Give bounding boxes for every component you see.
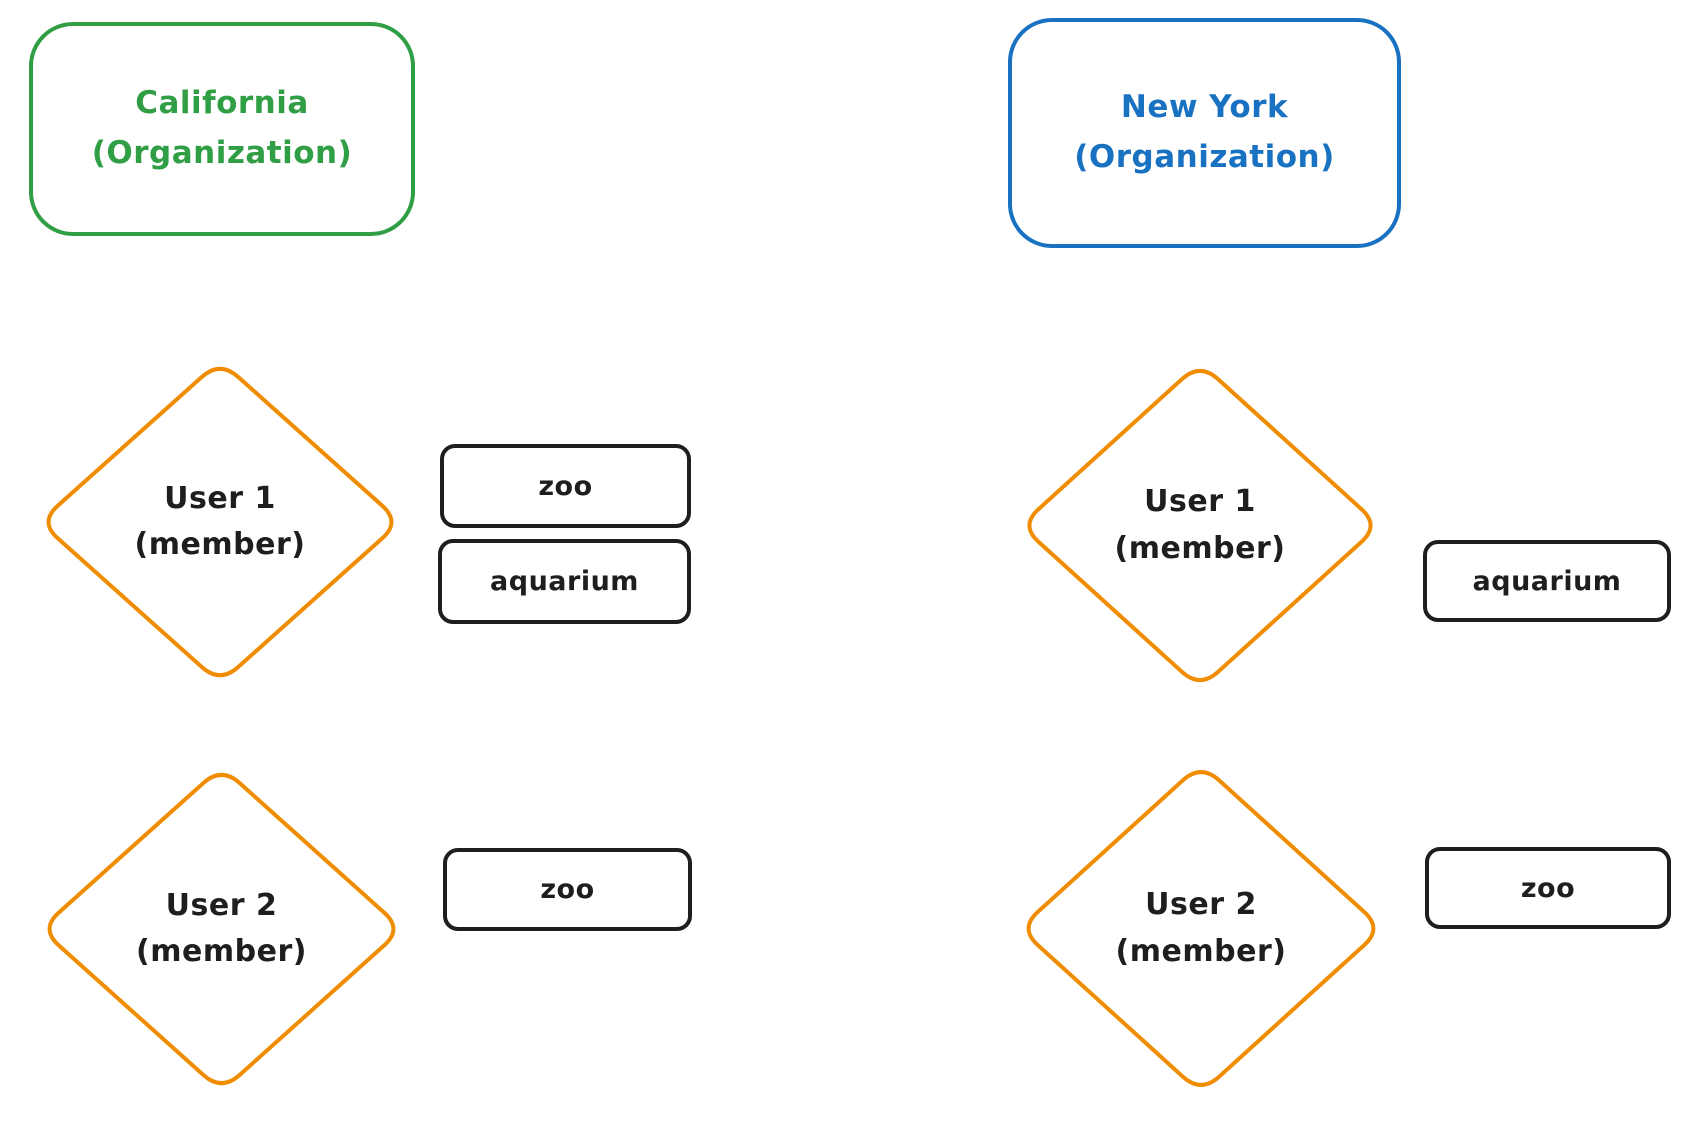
user-name-label: User 1 <box>164 480 276 516</box>
user-label: User 2 (member) <box>1012 757 1390 1100</box>
diamond-shape-icon <box>33 760 410 1098</box>
resource-label: aquarium <box>1472 565 1622 597</box>
user-label: User 2 (member) <box>33 760 410 1098</box>
diamond-shape-icon <box>1013 356 1387 695</box>
resource-zoo-newyork-user2: zoo <box>1425 847 1671 929</box>
org-name-california: California <box>135 85 309 122</box>
org-name-new-york: New York <box>1120 89 1289 126</box>
user1-california-diamond: User 1 (member) <box>32 354 408 690</box>
resource-label: zoo <box>538 470 593 502</box>
user-role-label: (member) <box>1115 933 1287 969</box>
org-type-label-california: (Organization) <box>91 135 353 171</box>
resource-aquarium-newyork-user1: aquarium <box>1423 540 1671 622</box>
org-box-new-york: New York (Organization) <box>1008 18 1401 248</box>
user2-newyork-diamond: User 2 (member) <box>1012 757 1390 1100</box>
user-role-label: (member) <box>136 934 307 969</box>
org-box-california: California (Organization) <box>29 22 415 236</box>
diamond-shape-icon <box>1012 757 1390 1100</box>
user-role-label: (member) <box>134 527 306 562</box>
user-name-label: User 2 <box>165 887 278 923</box>
user2-california-diamond: User 2 (member) <box>33 760 410 1098</box>
resource-label: zoo <box>540 874 595 905</box>
user-role-label: (member) <box>1114 530 1286 566</box>
org-type-label-new-york: (Organization) <box>1074 139 1335 175</box>
resource-zoo-california-user2: zoo <box>443 848 692 931</box>
user1-newyork-diamond: User 1 (member) <box>1013 356 1387 695</box>
resource-aquarium-california-user1: aquarium <box>438 539 691 624</box>
resource-zoo-california-user1: zoo <box>440 444 691 528</box>
diamond-shape-icon <box>32 354 408 690</box>
user-name-label: User 1 <box>1144 484 1256 519</box>
resource-label: zoo <box>1520 872 1576 904</box>
user-label: User 1 (member) <box>1013 356 1387 695</box>
user-label: User 1 (member) <box>32 354 408 690</box>
resource-label: aquarium <box>490 566 639 597</box>
user-name-label: User 2 <box>1145 887 1257 922</box>
